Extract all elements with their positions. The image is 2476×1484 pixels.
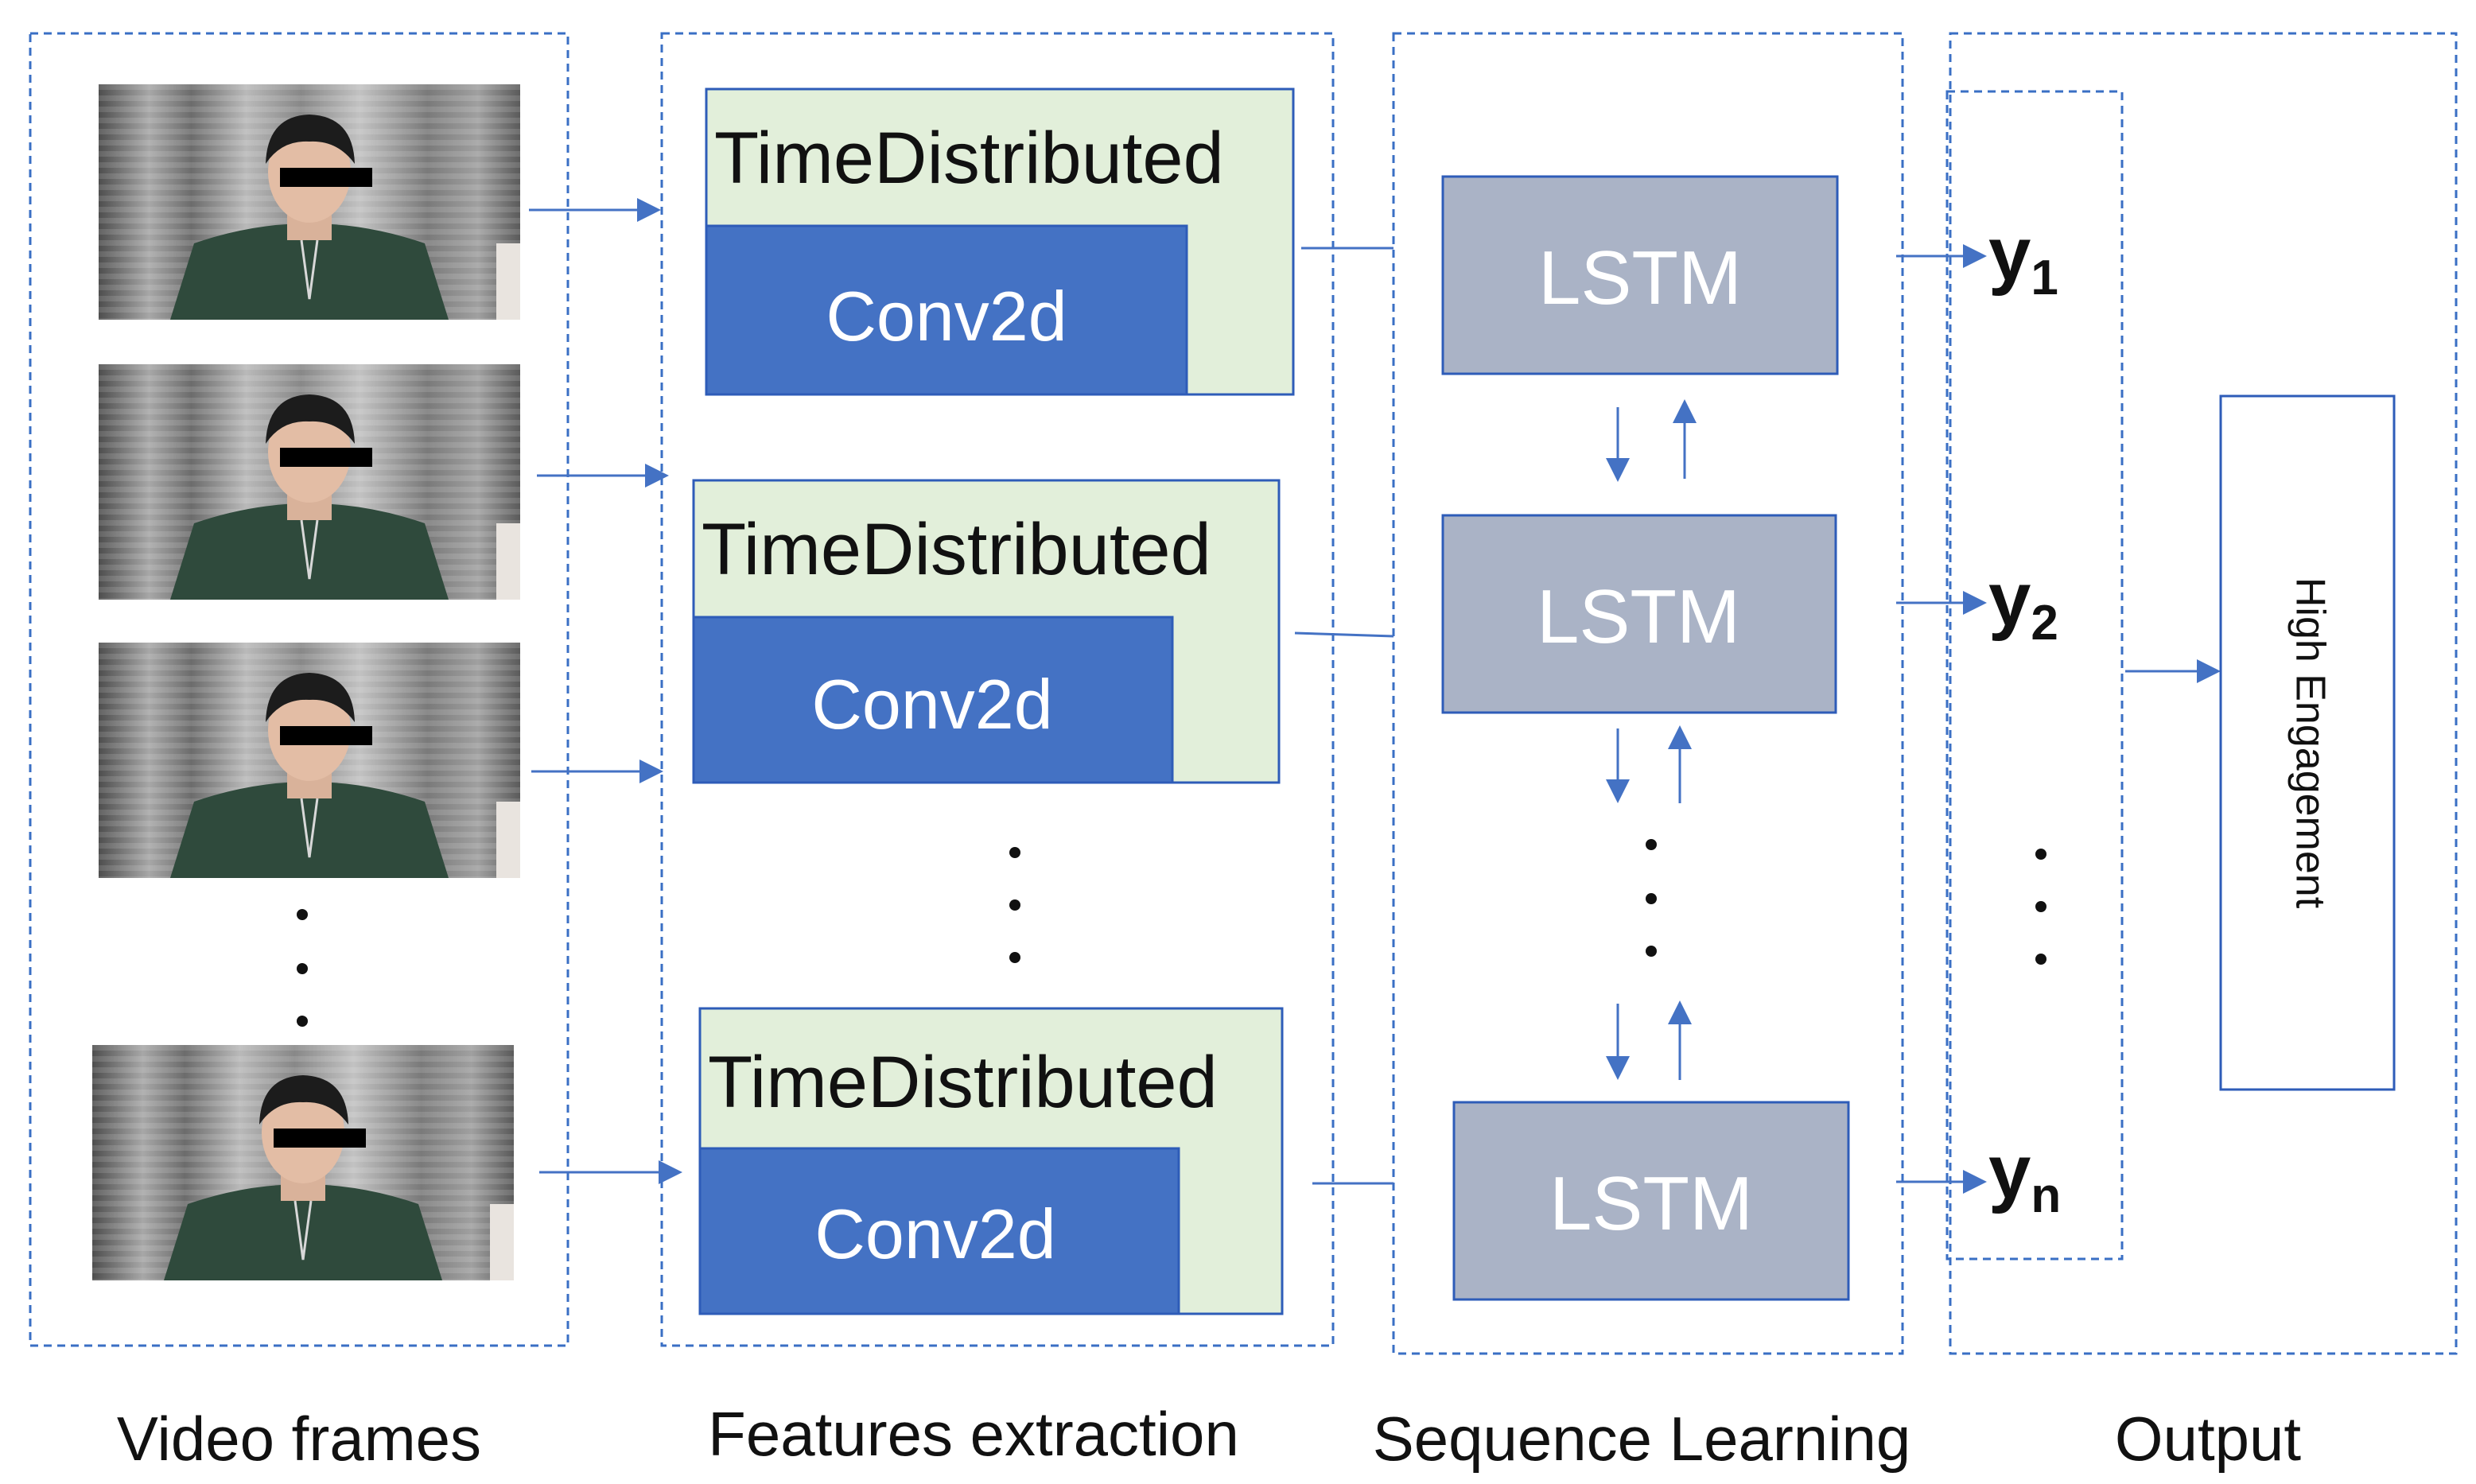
- caption-features-extraction: Features extraction: [708, 1399, 1239, 1469]
- conv2d-label-2: Conv2d: [811, 665, 1052, 744]
- connector-2: [1294, 631, 1394, 638]
- video-frame-3: [97, 641, 522, 880]
- conv2d-label-3: Conv2d: [814, 1195, 1055, 1273]
- feature-block-2: TimeDistributed Conv2d: [692, 479, 1281, 784]
- video-frame-2: [97, 363, 522, 601]
- timedistributed-label-2: TimeDistributed: [702, 509, 1211, 590]
- features-panel: [660, 32, 1335, 1347]
- lstm-ellipsis: [1646, 839, 1657, 957]
- video-frames-panel: [29, 32, 569, 1347]
- lstm-arrows-1: [1606, 399, 1697, 482]
- lstm-block-3: LSTM: [1452, 1101, 1850, 1301]
- lstm-block-2: LSTM: [1441, 514, 1837, 714]
- timedistributed-label-1: TimeDistributed: [714, 118, 1224, 199]
- output-y2: y2: [1988, 557, 2058, 651]
- lstm-arrows-3: [1606, 1000, 1692, 1080]
- features-ellipsis: [1009, 847, 1020, 963]
- y-ellipsis: [2035, 849, 2046, 965]
- sequence-panel: [1392, 32, 1904, 1355]
- lstm-label-1: LSTM: [1538, 235, 1742, 320]
- video-frame-4: [91, 1043, 515, 1282]
- result-box: High Engagement: [2219, 394, 2396, 1091]
- lstm-block-1: LSTM: [1441, 175, 1839, 375]
- frames-ellipsis: [297, 909, 308, 1027]
- y-values-panel: [1945, 90, 2124, 1261]
- lstm-arrows-2: [1606, 725, 1692, 803]
- lstm-label-2: LSTM: [1537, 574, 1740, 659]
- feature-block-1: TimeDistributed Conv2d: [705, 87, 1295, 396]
- caption-sequence-learning: Sequence Learning: [1373, 1404, 1911, 1474]
- video-frame-1: [97, 83, 522, 321]
- output-panel: [1949, 32, 2458, 1355]
- output-y1: y1: [1988, 212, 2058, 305]
- result-label: High Engagement: [2287, 577, 2333, 909]
- timedistributed-label-3: TimeDistributed: [708, 1042, 1218, 1123]
- output-yn: yn: [1988, 1129, 2061, 1223]
- conv2d-label-1: Conv2d: [826, 277, 1067, 355]
- caption-output: Output: [2115, 1404, 2301, 1474]
- lstm-label-3: LSTM: [1549, 1161, 1753, 1246]
- feature-block-3: TimeDistributed Conv2d: [698, 1007, 1284, 1315]
- caption-video-frames: Video frames: [117, 1404, 481, 1474]
